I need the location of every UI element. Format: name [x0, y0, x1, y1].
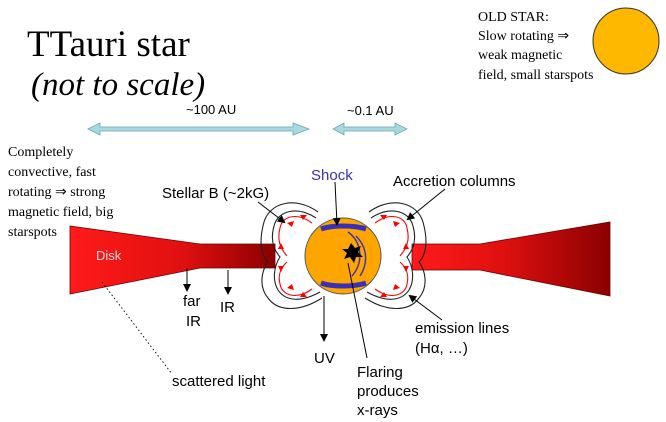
- emission-label-1: emission lines: [415, 320, 509, 337]
- old-star-line-2: weak magnetic: [478, 48, 562, 63]
- flaring-label-1: Flaring: [357, 364, 403, 381]
- uv-label: UV: [314, 350, 335, 367]
- right-field-loops: [364, 202, 427, 309]
- scattered-light-label: scattered light: [172, 373, 266, 390]
- disk-label: Disk: [96, 248, 122, 263]
- shock-band-bottom: [320, 280, 367, 289]
- ttauri-note-line-3: rotating ⇒ strong: [8, 185, 105, 200]
- far-ir-label-1: far: [183, 293, 201, 310]
- title-line-1: TTauri star: [27, 24, 190, 65]
- title-line-2: (not to scale): [31, 67, 205, 103]
- ttauri-star: [304, 217, 382, 295]
- starspot-lines: [347, 231, 367, 277]
- old-star-circle: [592, 7, 660, 75]
- star-scale-label: ~0.1 AU: [347, 103, 394, 118]
- old-star-line-1: Slow rotating ⇒: [478, 29, 569, 44]
- old-star-heading: OLD STAR:: [478, 10, 549, 25]
- ttauri-note-line-1: Completely: [8, 145, 73, 160]
- flaring-label-2: produces: [357, 383, 419, 400]
- stellar-b-label: Stellar B (~2kG): [162, 185, 269, 202]
- old-star-line-3: field, small starspots: [478, 68, 594, 83]
- ttauri-note-line-5: starspots: [8, 225, 57, 240]
- disk-scale-label: ~100 AU: [186, 102, 236, 117]
- scattered-light-path: [101, 281, 173, 375]
- pointer-arrows: [183, 181, 446, 359]
- emission-label-2: (Hα, …): [415, 340, 468, 357]
- disk-scale-arrow: [87, 122, 311, 136]
- ir-label: IR: [220, 299, 235, 316]
- accretion-label: Accretion columns: [393, 173, 516, 190]
- flare-spot: [342, 243, 363, 263]
- shock-label: Shock: [311, 167, 353, 184]
- accretion-arrowheads: [278, 215, 409, 297]
- far-ir-label-2: IR: [186, 313, 201, 330]
- ttauri-note-line-4: magnetic field, big: [8, 205, 113, 220]
- flaring-label-3: x-rays: [357, 402, 398, 419]
- star-scale-arrow: [332, 122, 408, 136]
- right-disk: [411, 221, 611, 297]
- ttauri-note-line-2: convective, fast: [8, 165, 96, 180]
- shock-band-top: [320, 223, 367, 232]
